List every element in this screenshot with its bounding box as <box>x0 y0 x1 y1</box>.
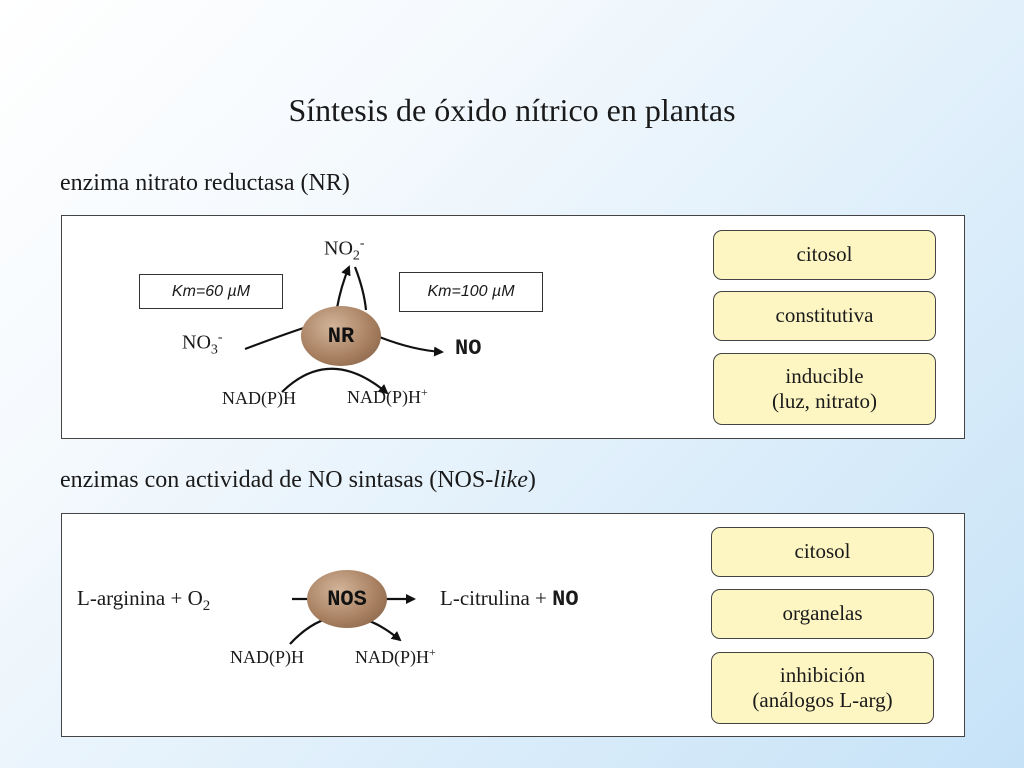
tag-organelas: organelas <box>711 589 934 639</box>
section-heading-nos: enzimas con actividad de NO sintasas (NO… <box>60 467 536 493</box>
nitrate-label: NO3- <box>182 330 223 358</box>
nitric-oxide-product: NO <box>455 336 482 361</box>
tag-constitutiva: constitutiva <box>713 291 936 341</box>
section-heading-nr: enzima nitrato reductasa (NR) <box>60 170 350 196</box>
cofactor-out-nr: NAD(P)H+ <box>347 385 428 407</box>
cofactor-in-nr: NAD(P)H <box>222 388 296 408</box>
cofactor-in-nos: NAD(P)H <box>230 647 304 667</box>
substrate-arginine: L-arginina + O2 <box>77 586 211 615</box>
tag-citosol-nos: citosol <box>711 527 934 577</box>
nitrite-label: NO2- <box>324 236 365 264</box>
tag-citosol-nr: citosol <box>713 230 936 280</box>
enzyme-nr: NR <box>301 306 381 366</box>
arrow-nr-to-no2 <box>335 265 351 309</box>
arrow-no2-to-nr <box>353 266 368 311</box>
tag-inducible: inducible (luz, nitrato) <box>713 353 936 425</box>
page-title: Síntesis de óxido nítrico en plantas <box>288 92 736 128</box>
cofactor-out-nos: NAD(P)H+ <box>355 645 436 667</box>
arrow-nadph-cofactor <box>281 367 389 395</box>
enzyme-nos: NOS <box>307 570 387 628</box>
km-box-right: Km=100 µM <box>399 272 543 312</box>
tag-inhibicion: inhibición (análogos L-arg) <box>711 652 934 724</box>
arrow-nr-to-no <box>371 332 444 357</box>
km-box-left: Km=60 µM <box>139 274 283 309</box>
product-citrulline: L-citrulina + NO <box>440 586 579 612</box>
